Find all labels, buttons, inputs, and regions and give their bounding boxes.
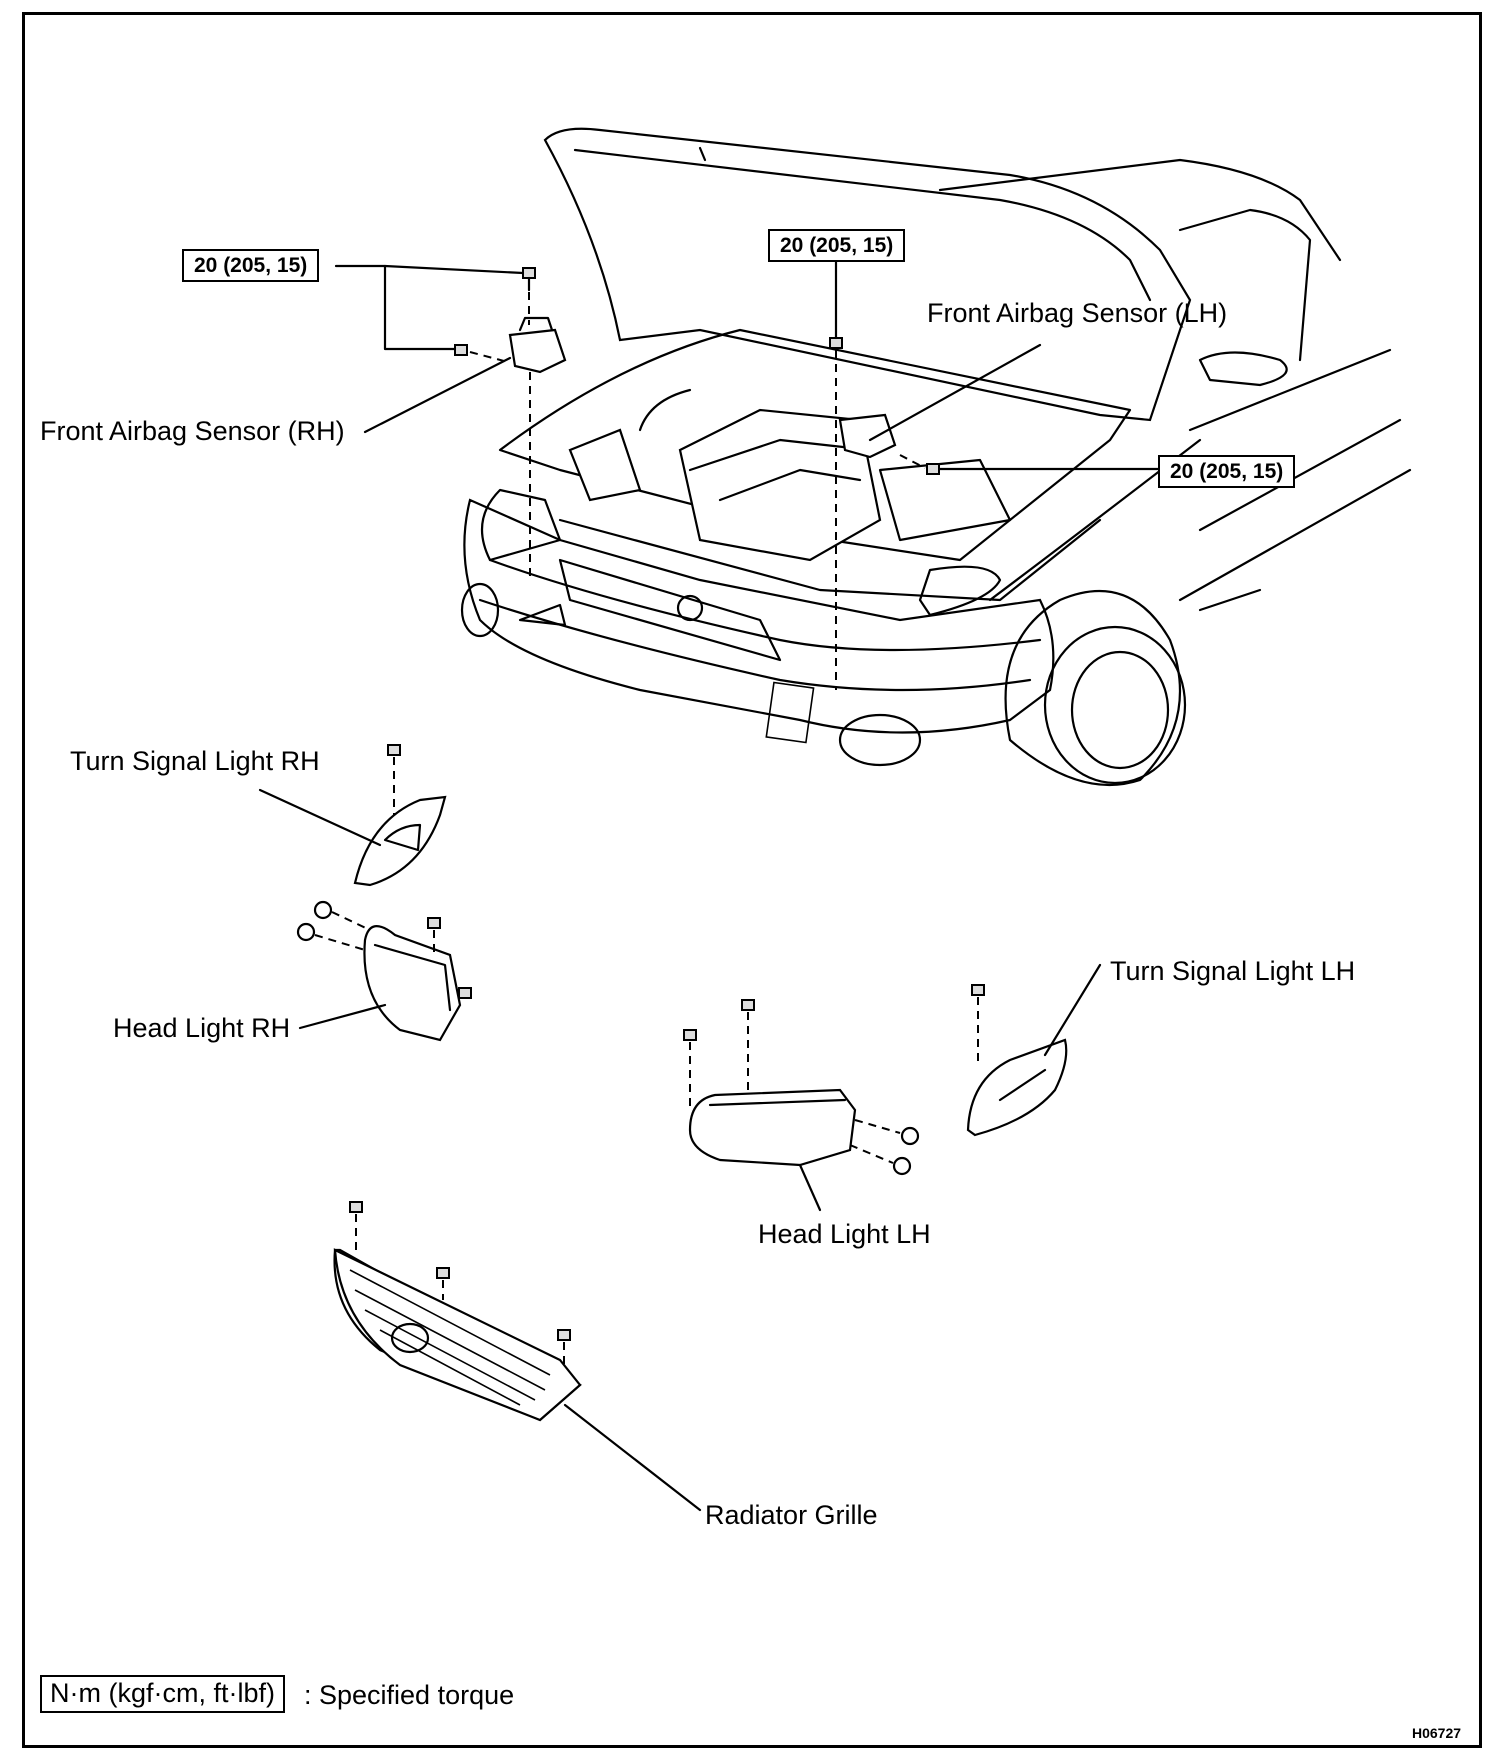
vehicle-body: [460, 127, 1412, 787]
head-light-rh-part: [296, 900, 472, 1042]
front-airbag-sensor-lh-part: [829, 337, 940, 690]
diagram-frame: [22, 12, 1482, 1748]
front-airbag-sensor-rh-part: [454, 267, 567, 580]
radiator-grille-part: [333, 1201, 582, 1422]
leader-lines: [258, 255, 1160, 1512]
head-light-lh-part: [683, 999, 920, 1176]
torque-spec-sensor-lh-side: 20 (205, 15): [1158, 455, 1296, 489]
label-front-airbag-sensor-rh: Front Airbag Sensor (RH): [40, 416, 345, 446]
label-radiator-grille: Radiator Grille: [705, 1500, 878, 1530]
label-turn-signal-light-lh: Turn Signal Light LH: [1110, 956, 1356, 986]
label-front-airbag-sensor-lh: Front Airbag Sensor (LH): [927, 298, 1228, 328]
legend-description: : Specified torque: [304, 1680, 515, 1710]
legend-unit-box: N·m (kgf·cm, ft·lbf): [40, 1675, 285, 1713]
label-turn-signal-light-rh: Turn Signal Light RH: [70, 746, 320, 776]
turn-signal-light-lh-part: [966, 984, 1068, 1137]
label-head-light-rh: Head Light RH: [113, 1013, 291, 1043]
torque-spec-sensor-rh: 20 (205, 15): [182, 249, 320, 283]
label-head-light-lh: Head Light LH: [758, 1219, 931, 1249]
torque-spec-sensor-lh-top: 20 (205, 15): [768, 229, 906, 263]
turn-signal-light-rh-part: [353, 744, 447, 887]
figure-code: H06727: [1412, 1725, 1462, 1741]
